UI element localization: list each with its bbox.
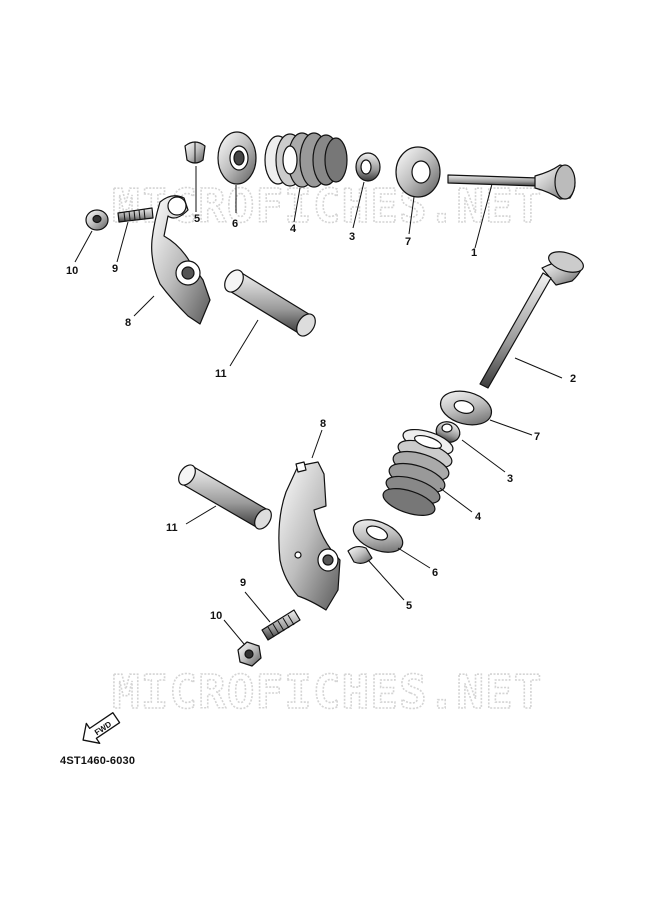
part-8-rocker-arm-lower [278, 461, 341, 611]
callout-10-upper: 10 [66, 265, 78, 277]
callout-11-upper: 11 [215, 368, 227, 380]
callout-9-upper: 9 [112, 263, 118, 275]
part-7-seat-lower [439, 390, 493, 426]
part-11-shaft-upper [224, 269, 316, 337]
part-10-nut-lower [237, 641, 262, 667]
part-9-adjusting-screw-lower [261, 609, 301, 641]
callout-5-lower: 5 [406, 600, 412, 612]
part-1-valve-intake [447, 164, 576, 200]
callout-2: 2 [570, 373, 576, 385]
part-5-cotter-lower [347, 545, 373, 564]
part-8-rocker-arm-upper [151, 195, 211, 325]
callout-6-lower: 6 [432, 567, 438, 579]
part-2-valve-exhaust [479, 251, 584, 389]
callout-9-lower: 9 [240, 577, 246, 589]
watermark-bottom: MICROFICHES.NET [112, 665, 542, 719]
part-5-cotter-upper [184, 141, 206, 164]
part-7-seat-upper [395, 146, 441, 198]
callout-3-upper: 3 [349, 231, 355, 243]
part-11-shaft-lower [178, 464, 272, 530]
part-3-seal-upper [355, 152, 381, 182]
callout-1: 1 [471, 247, 477, 259]
callout-5-upper: 5 [194, 213, 200, 225]
callout-10-lower: 10 [210, 610, 222, 622]
callout-8-lower: 8 [320, 418, 326, 430]
callout-3-lower: 3 [507, 473, 513, 485]
callout-11-lower: 11 [166, 522, 178, 534]
callout-4-upper: 4 [290, 223, 297, 235]
callout-4-lower: 4 [475, 511, 482, 523]
part-4-spring-upper [264, 132, 348, 188]
reference-code: 4ST1460-6030 [60, 755, 136, 767]
callout-7-upper: 7 [405, 236, 411, 248]
part-10-nut-upper [85, 209, 109, 231]
part-9-adjusting-screw-upper [117, 207, 154, 223]
part-6-retainer-lower [352, 519, 404, 553]
part-4-spring-lower [382, 428, 454, 516]
part-6-retainer-upper [217, 131, 257, 185]
callout-7-lower: 7 [534, 431, 540, 443]
callout-6-upper: 6 [232, 218, 238, 230]
callout-8-upper: 8 [125, 317, 131, 329]
